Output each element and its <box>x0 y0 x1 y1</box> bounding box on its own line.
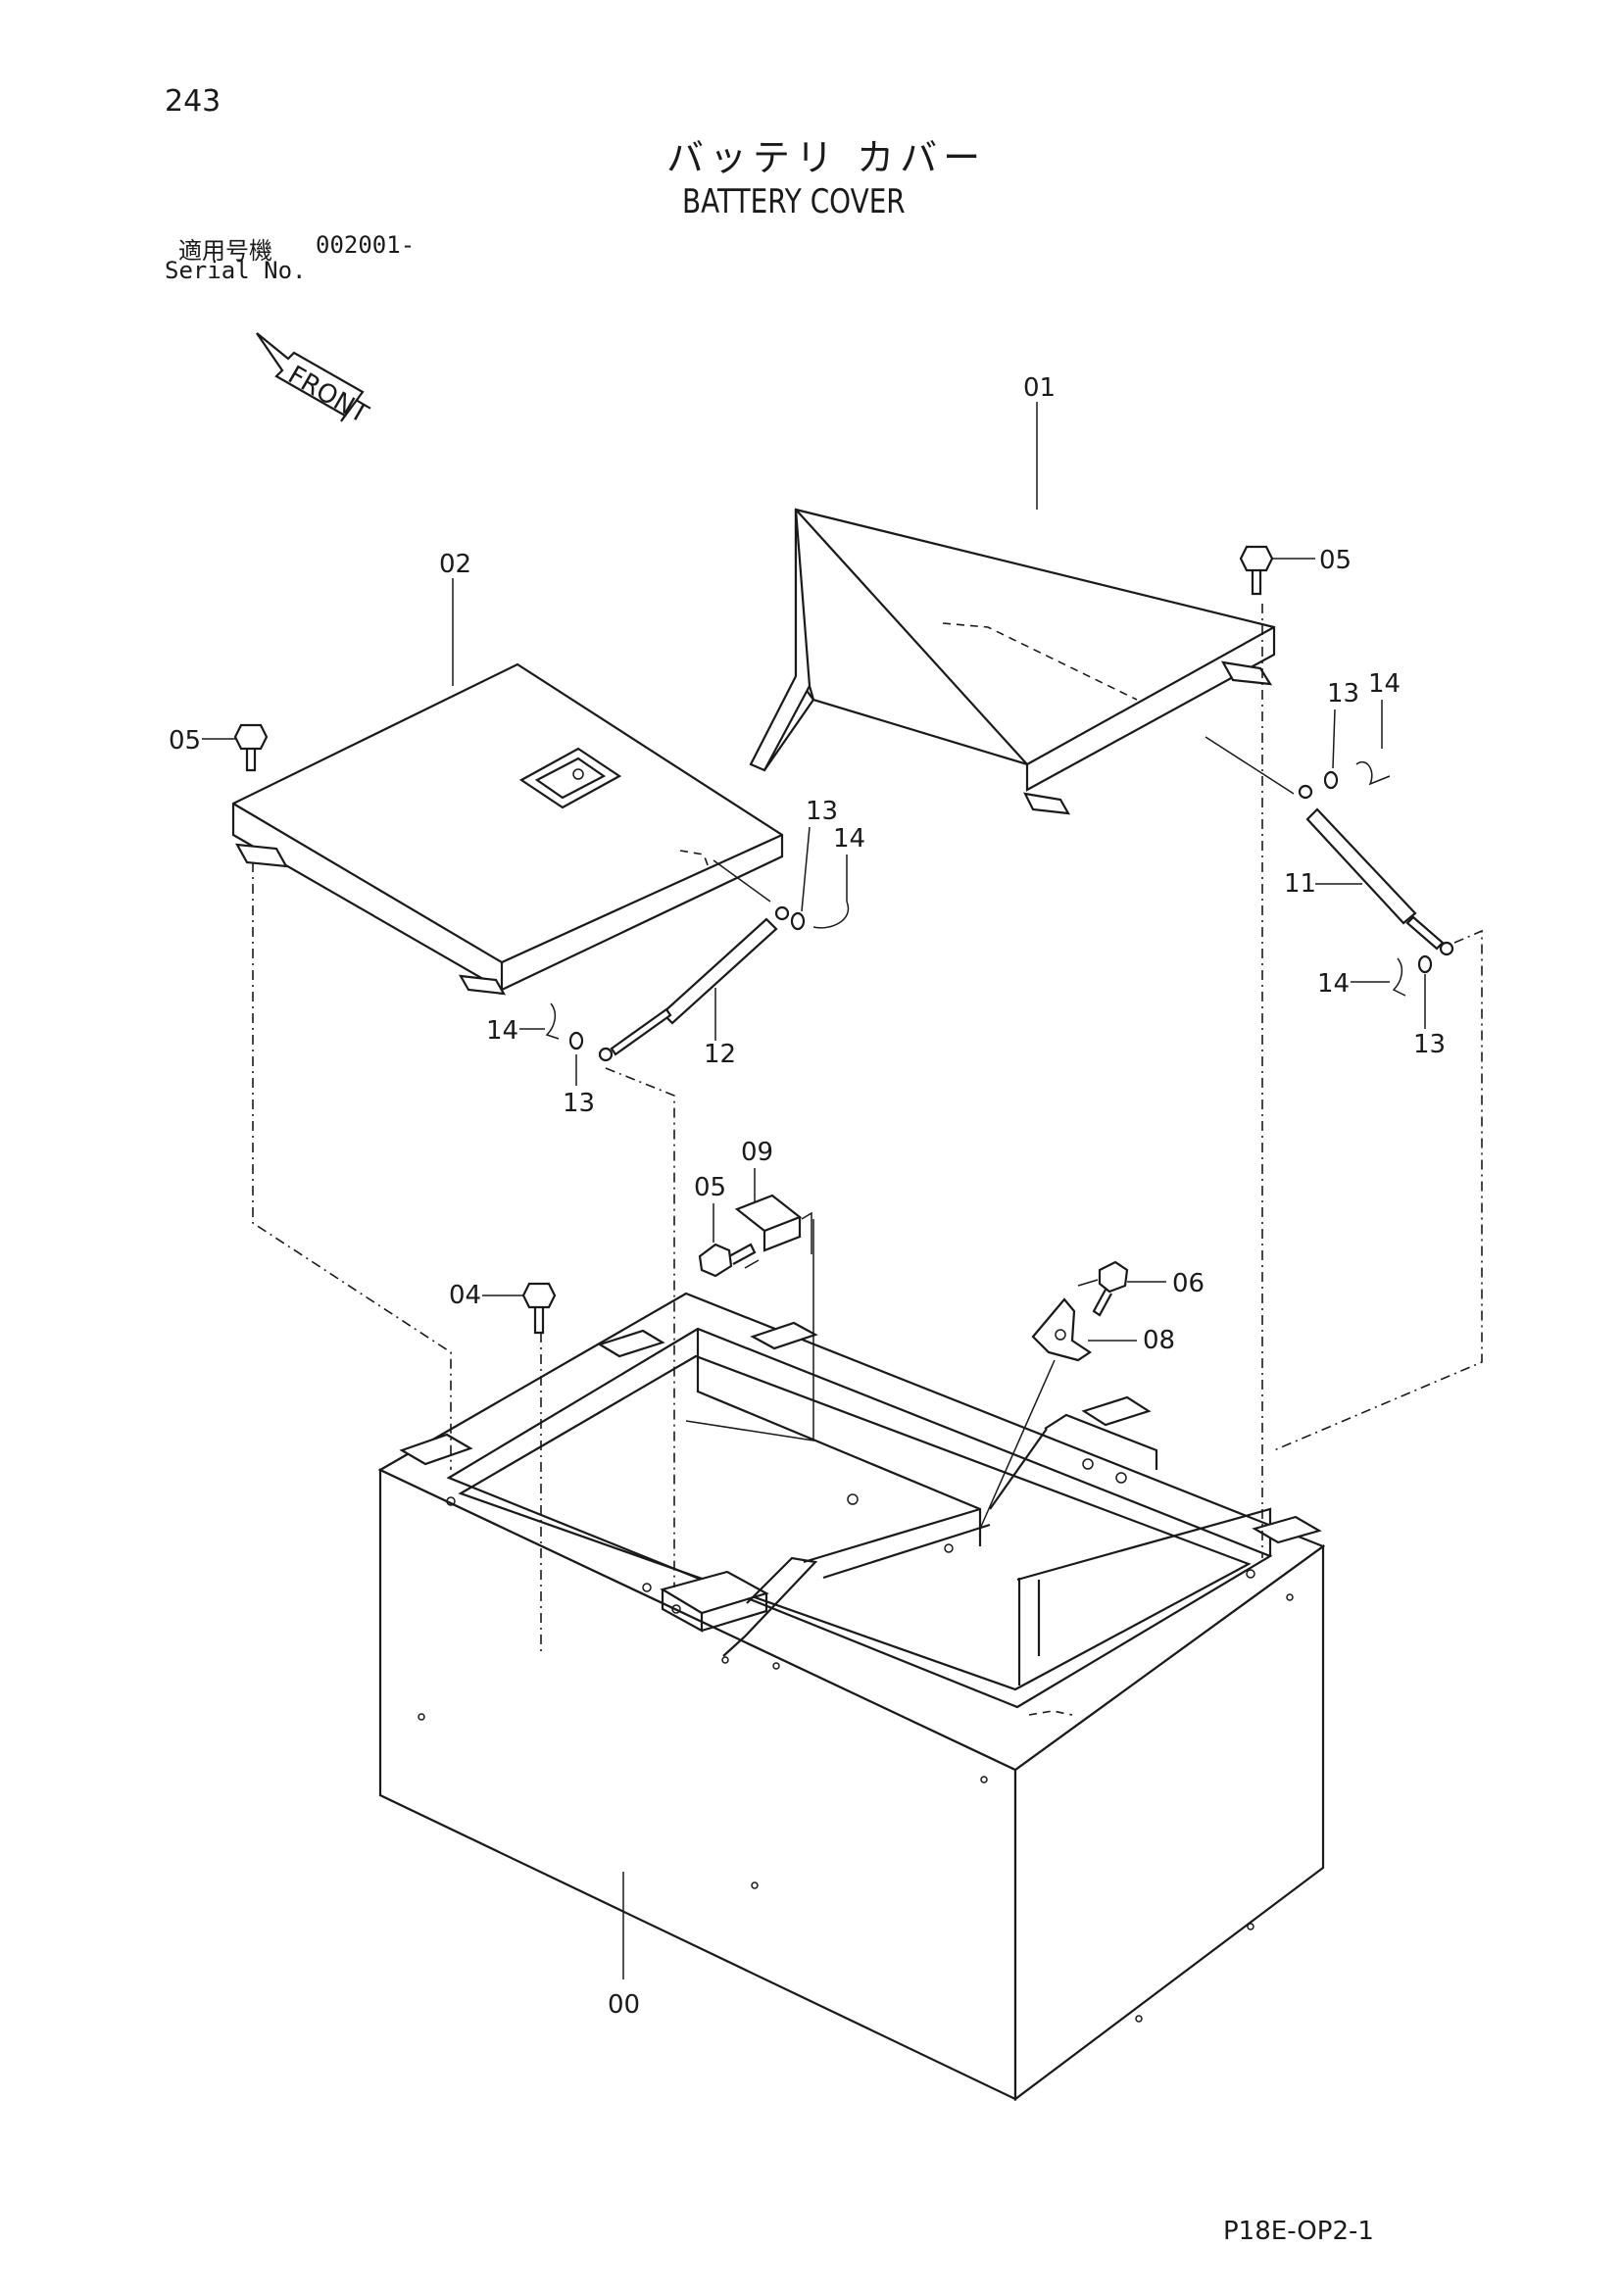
page-number: 243 <box>165 84 221 119</box>
bolt-05-left-icon <box>233 723 269 772</box>
label-08: 08 <box>1143 1326 1175 1355</box>
part-01-right-cover <box>749 508 1276 815</box>
label-13-b: 13 <box>563 1089 595 1118</box>
label-13-a: 13 <box>806 797 838 826</box>
label-06: 06 <box>1172 1269 1205 1298</box>
assembly-center-lines <box>252 604 1483 1656</box>
bolt-06-icon <box>1092 1260 1129 1317</box>
part-00-battery-box <box>377 1292 1326 2102</box>
washers-and-pins <box>545 761 1433 1050</box>
label-11: 11 <box>1284 869 1316 899</box>
label-14-a: 14 <box>833 824 865 854</box>
label-02: 02 <box>439 550 471 579</box>
label-09: 09 <box>741 1138 773 1167</box>
bolt-05-bracket-icon <box>698 1243 757 1278</box>
serial-label-japanese: 適用号機 <box>178 237 272 265</box>
label-13-c: 13 <box>1327 679 1359 708</box>
bolt-05-right-icon <box>1239 545 1274 596</box>
front-arrow-icon: FRONT <box>256 332 373 429</box>
serial-label-english: Serial No. <box>165 257 307 284</box>
part-11-gas-strut <box>1298 784 1454 956</box>
label-13-d: 13 <box>1413 1030 1446 1059</box>
label-05-left: 05 <box>169 726 201 756</box>
title-japanese: バッテリ カバー <box>666 136 987 179</box>
label-14-b: 14 <box>486 1016 518 1046</box>
part-labels: 01 02 05 05 13 14 14 13 12 13 14 11 14 1… <box>169 373 1446 2020</box>
label-05-bracket: 05 <box>694 1173 726 1202</box>
label-01: 01 <box>1023 373 1056 403</box>
part-12-gas-strut <box>598 905 790 1062</box>
part-09-bracket <box>734 1194 803 1252</box>
bolt-04-icon <box>521 1282 557 1335</box>
label-14-c: 14 <box>1368 669 1401 699</box>
label-12: 12 <box>704 1040 736 1069</box>
drawing-code: P18E-OP2-1 <box>1223 2217 1374 2246</box>
serial-number-value: 002001- <box>316 231 416 259</box>
label-05-right: 05 <box>1319 546 1352 575</box>
part-08-bracket <box>1031 1297 1092 1362</box>
part-02-left-cover <box>231 662 784 996</box>
label-04: 04 <box>449 1281 481 1310</box>
label-00: 00 <box>608 1990 640 2020</box>
title-english: BATTERY COVER <box>682 182 906 221</box>
label-14-d: 14 <box>1317 969 1350 999</box>
